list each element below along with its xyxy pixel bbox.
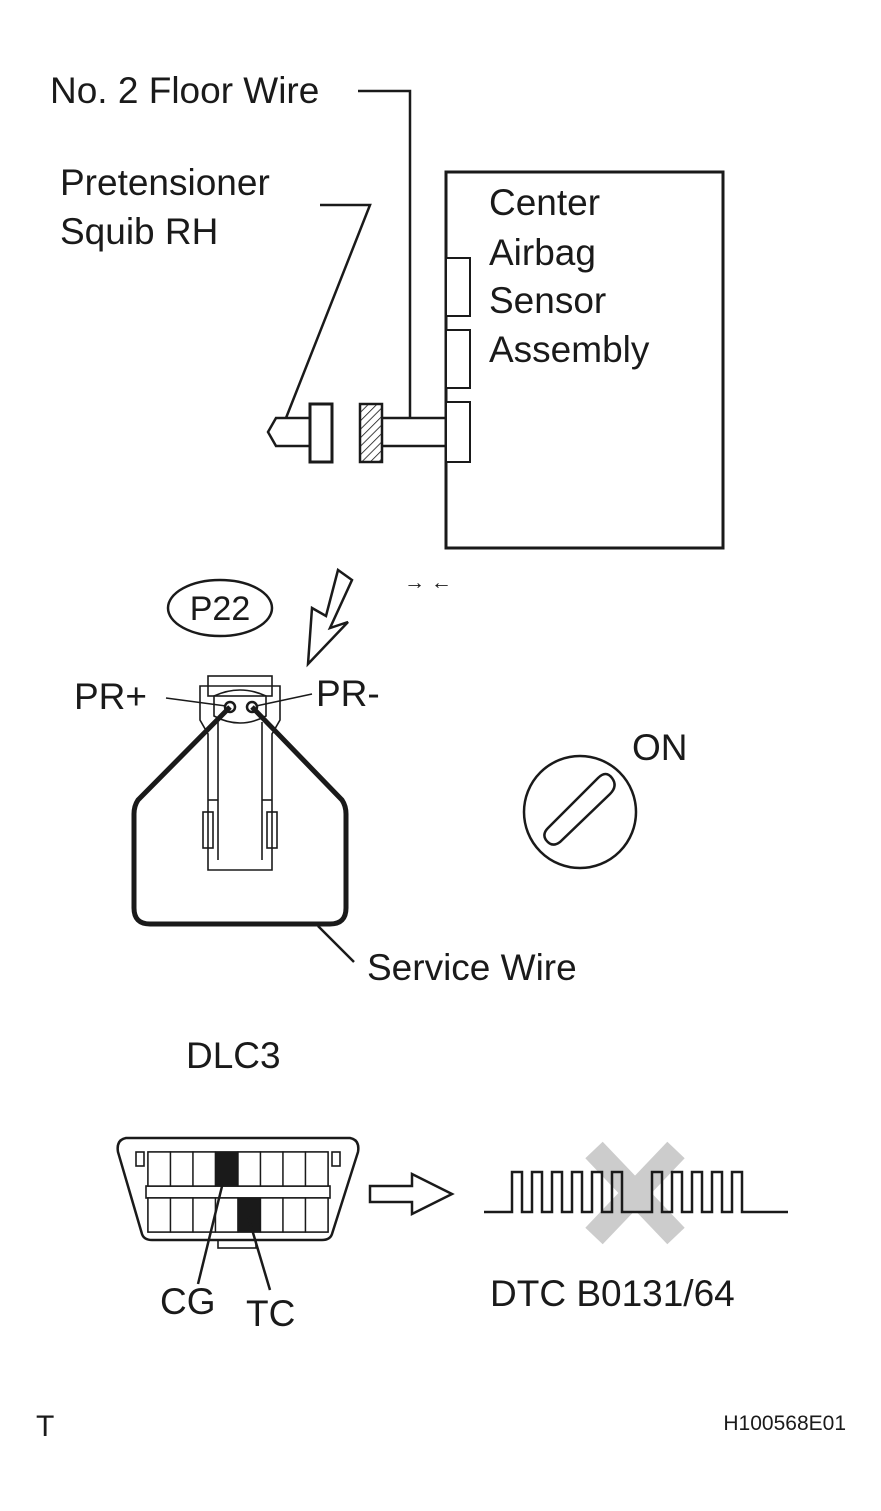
- service-wire-loop: [131, 705, 349, 927]
- squib-leader: [284, 203, 372, 419]
- squib-label-line1: Pretensioner: [60, 162, 270, 203]
- floor-wire-label: No. 2 Floor Wire: [50, 70, 319, 111]
- squib-cable: [266, 416, 310, 448]
- dtc-waveform: [484, 1170, 788, 1214]
- pin-cg-leader: [196, 1169, 228, 1285]
- sensor-label-line1: Center: [489, 182, 600, 223]
- dlc3-pin: [169, 1197, 194, 1233]
- terminal-plus-leader: [165, 697, 227, 707]
- pin-cg-label: CG: [160, 1281, 216, 1322]
- p22-connector: [199, 675, 281, 871]
- dlc3-pin: [259, 1151, 284, 1187]
- terminal-plus-label: PR+: [74, 676, 147, 717]
- pin-tc-leader: [246, 1215, 272, 1291]
- disconnect-symbol: → ←: [404, 571, 452, 594]
- dlc3-pin: [147, 1151, 172, 1187]
- service-wire-label: Service Wire: [367, 947, 577, 988]
- sensor-label-line3: Sensor: [489, 280, 606, 321]
- dlc3-pin: [237, 1197, 262, 1233]
- connector-code-ellipse: [166, 578, 274, 638]
- hollow-arrow-icon: [306, 567, 354, 668]
- ignition-key-icon: [522, 754, 638, 870]
- squib-connector: [308, 402, 334, 464]
- service-wire-leader: [317, 925, 355, 963]
- cross-mark-icon: [585, 1141, 685, 1245]
- dlc3-pin: [259, 1197, 284, 1233]
- dlc3-pins: [147, 1151, 329, 1233]
- dlc-label: DLC3: [186, 1035, 281, 1076]
- dlc3-pin: [304, 1151, 329, 1187]
- floor-wire-connector: [358, 402, 384, 464]
- squib-label-line2: Squib RH: [60, 211, 218, 252]
- floor-wire-leader: [358, 89, 412, 418]
- sensor-connector-3: [445, 401, 471, 463]
- airbag-sensor-box: [444, 170, 725, 550]
- sensor-connector-1: [445, 257, 471, 317]
- pin-tc-label: TC: [246, 1293, 295, 1334]
- dlc3-pin: [282, 1197, 307, 1233]
- ignition-state-label: ON: [632, 727, 688, 768]
- dlc3-pin: [192, 1151, 217, 1187]
- hollow-right-arrow-icon: [368, 1171, 455, 1217]
- connector-code-label: P22: [190, 590, 251, 628]
- sensor-label-line2: Airbag: [489, 232, 596, 273]
- figure-id: H100568E01: [723, 1412, 846, 1435]
- dlc3-pin: [214, 1151, 239, 1187]
- sensor-label-line4: Assembly: [489, 329, 650, 370]
- dlc3-pin: [237, 1151, 262, 1187]
- terminal-minus-label: PR-: [316, 673, 380, 714]
- dlc3-pin: [282, 1151, 307, 1187]
- dlc3-pin: [304, 1197, 329, 1233]
- corner-mark: T: [36, 1410, 54, 1443]
- sensor-connector-2: [445, 329, 471, 389]
- dlc3-pin: [169, 1151, 194, 1187]
- dtc-label: DTC B0131/64: [490, 1273, 735, 1314]
- dlc3-pin: [147, 1197, 172, 1233]
